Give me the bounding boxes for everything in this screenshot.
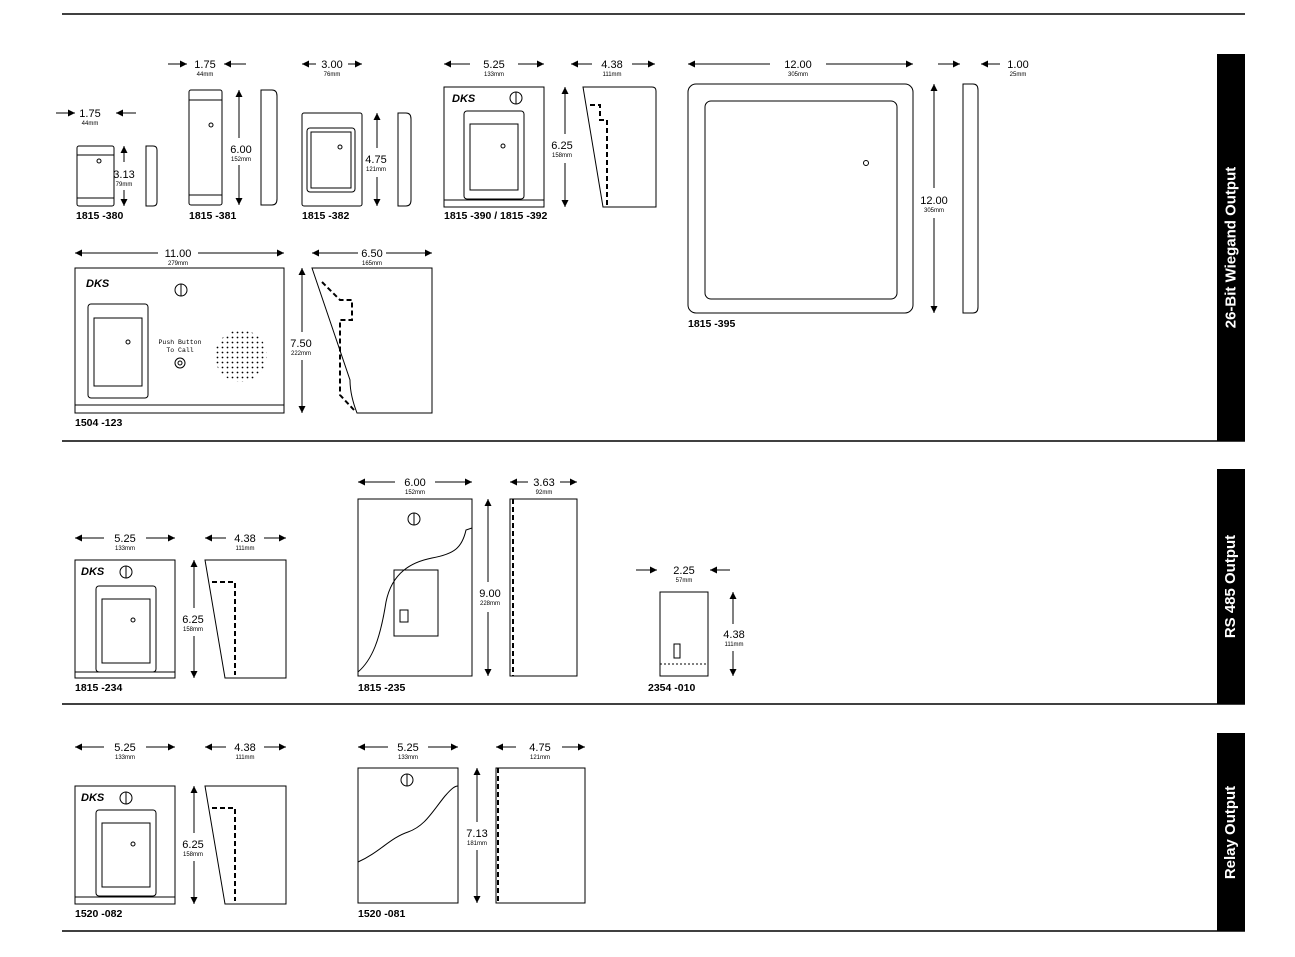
dim-inches: 5.25 <box>483 59 504 71</box>
dim-mm: 44mm <box>82 121 99 127</box>
dim-mm: 25mm <box>1010 72 1027 78</box>
dim-mm: 158mm <box>552 153 572 159</box>
dim-inches: 6.25 <box>182 839 203 851</box>
dim-mm: 111mm <box>602 72 621 78</box>
dim-mm: 133mm <box>115 546 135 552</box>
dim-inches: 3.13 <box>113 169 134 181</box>
dim-inches: 5.25 <box>114 742 135 754</box>
device-1815-380 <box>76 145 158 207</box>
dim-inches: 5.25 <box>397 742 418 754</box>
dim-inches: 1.75 <box>194 59 215 71</box>
dim-inches: 5.25 <box>114 533 135 545</box>
dks-logo: DKS <box>452 93 476 105</box>
device-1815-234 <box>74 559 287 679</box>
device-1815-381 <box>188 89 278 206</box>
speaker-label-line1: Push Button <box>159 339 202 346</box>
dim-mm: 152mm <box>405 490 425 496</box>
dim-mm: 152mm <box>231 157 251 163</box>
model-label: 1815 -395 <box>688 318 735 330</box>
dim-mm: 44mm <box>197 72 214 78</box>
dks-logo: DKS <box>81 792 105 804</box>
dim-inches: 9.00 <box>479 588 500 600</box>
section-title: RS 485 Output <box>1222 534 1240 639</box>
dim-mm: 133mm <box>484 72 504 78</box>
device-1520-081 <box>357 767 586 904</box>
device-1815-382 <box>301 112 412 207</box>
dim-mm: 57mm <box>676 578 693 584</box>
speaker-label-line2: To Call <box>166 347 193 354</box>
dim-mm: 76mm <box>324 72 341 78</box>
dks-logo: DKS <box>86 278 110 290</box>
dim-mm: 92mm <box>536 490 553 496</box>
dim-inches: 6.00 <box>404 477 425 489</box>
dim-mm: 111mm <box>235 546 254 552</box>
dim-inches: 4.75 <box>365 154 386 166</box>
dim-mm: 228mm <box>480 601 500 607</box>
dks-logo: DKS <box>81 566 105 578</box>
device-1815-395 <box>687 83 979 314</box>
dim-mm: 121mm <box>530 755 550 761</box>
dim-inches: 4.75 <box>529 742 550 754</box>
dim-inches: 7.13 <box>466 828 487 840</box>
model-label: 1520 -082 <box>75 908 122 920</box>
dim-mm: 181mm <box>467 841 487 847</box>
model-label: 2354 -010 <box>648 682 695 694</box>
dim-mm: 222mm <box>291 351 311 357</box>
dim-inches: 1.00 <box>1007 59 1028 71</box>
section-title: Relay Output <box>1222 785 1240 879</box>
model-label: 1815 -380 <box>76 210 123 222</box>
dim-inches: 3.63 <box>533 477 554 489</box>
dim-mm: 79mm <box>116 182 133 188</box>
section-tab-wiegand: 26-Bit Wiegand Output <box>1217 54 1245 441</box>
dim-inches: 4.38 <box>601 59 622 71</box>
section-tab-relay: Relay Output <box>1217 733 1245 931</box>
dim-inches: 6.25 <box>182 614 203 626</box>
dim-inches: 1.75 <box>79 108 100 120</box>
device-1520-082 <box>74 785 287 905</box>
model-label: 1520 -081 <box>358 908 405 920</box>
dim-inches: 4.38 <box>234 533 255 545</box>
dim-mm: 165mm <box>362 261 382 267</box>
dim-mm: 158mm <box>183 852 203 858</box>
dim-mm: 111mm <box>724 642 743 648</box>
dim-mm: 111mm <box>235 755 254 761</box>
dim-mm: 305mm <box>788 72 808 78</box>
model-label: 1815 -234 <box>75 682 122 694</box>
dim-inches: 2.25 <box>673 565 694 577</box>
device-1504-123 <box>74 267 433 414</box>
model-label: 1815 -390 / 1815 -392 <box>444 210 547 222</box>
dim-inches: 4.38 <box>234 742 255 754</box>
dim-inches: 6.50 <box>361 248 382 260</box>
dim-mm: 305mm <box>924 208 944 214</box>
section-tab-rs485: RS 485 Output <box>1217 469 1245 704</box>
dim-inches: 3.00 <box>321 59 342 71</box>
dim-inches: 7.50 <box>290 338 311 350</box>
dim-inches: 12.00 <box>920 195 948 207</box>
dim-mm: 133mm <box>115 755 135 761</box>
dim-inches: 12.00 <box>784 59 812 71</box>
model-label: 1815 -235 <box>358 682 405 694</box>
device-1815-235 <box>357 498 578 677</box>
model-label: 1815 -382 <box>302 210 349 222</box>
dim-inches: 4.38 <box>723 629 744 641</box>
device-2354-010 <box>659 591 709 677</box>
dim-mm: 279mm <box>168 261 188 267</box>
model-label: 1504 -123 <box>75 417 122 429</box>
device-1815-390 <box>443 86 657 208</box>
model-label: 1815 -381 <box>189 210 236 222</box>
section-title: 26-Bit Wiegand Output <box>1222 166 1240 329</box>
dim-inches: 11.00 <box>165 248 192 260</box>
dim-mm: 133mm <box>398 755 418 761</box>
dim-mm: 158mm <box>183 627 203 633</box>
dim-inches: 6.00 <box>230 144 251 156</box>
dim-mm: 121mm <box>366 167 386 173</box>
dim-inches: 6.25 <box>551 140 572 152</box>
